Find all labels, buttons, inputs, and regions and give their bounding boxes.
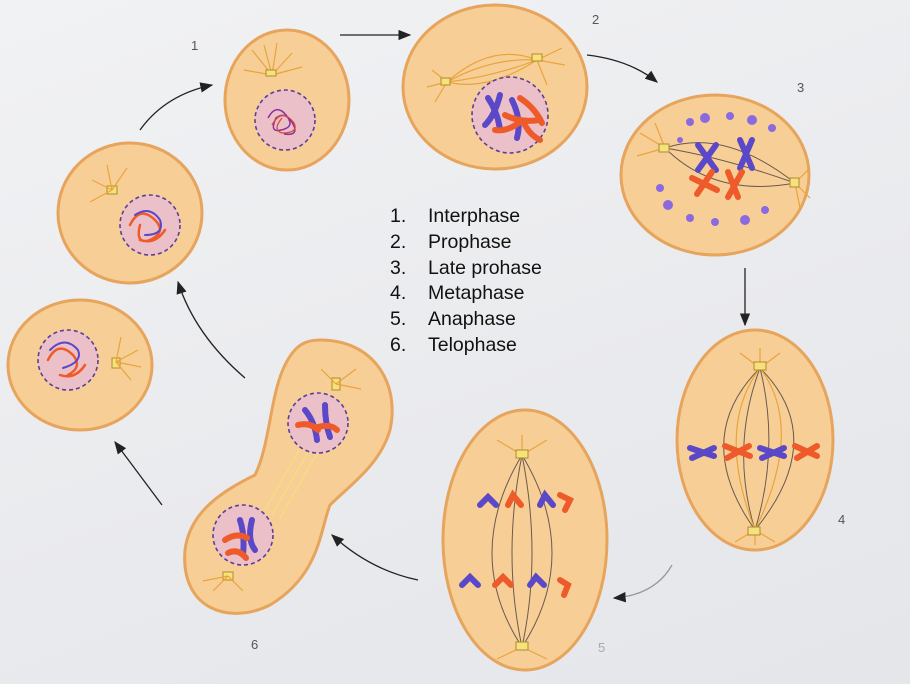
stage-number-1: 1 xyxy=(191,38,199,53)
legend-label: Interphase xyxy=(428,205,521,227)
cell-metaphase xyxy=(675,328,835,552)
cell-prophase xyxy=(401,3,589,171)
legend-number: 4. xyxy=(390,282,407,305)
cycle-arrows xyxy=(114,29,751,603)
legend-number: 1. xyxy=(390,205,407,227)
stage-number-2: 2 xyxy=(592,12,600,27)
arrow-4-to-5 xyxy=(612,564,673,603)
centriole xyxy=(265,69,277,77)
arrow-6-to-daughter xyxy=(114,440,163,506)
daughter-cell-lower xyxy=(6,298,154,432)
legend-item: 3. Late prohase xyxy=(390,256,542,282)
legend-number: 3. xyxy=(390,256,407,279)
legend-item: 4. Metaphase xyxy=(390,281,542,307)
stage-number-4: 4 xyxy=(838,512,846,527)
cell-late-prophase xyxy=(619,93,811,257)
legend-label: Anaphase xyxy=(428,308,516,331)
legend-label: Late prohase xyxy=(428,256,542,279)
legend-item: 6. Telophase xyxy=(390,333,542,359)
nucleus xyxy=(254,89,316,151)
phase-legend: 1. Interphase 2. Prophase 3. Late prohase 4… xyxy=(390,204,542,359)
arrow-5-to-6 xyxy=(331,534,419,581)
legend-number: 6. xyxy=(390,333,407,356)
arrow-telophase-to-daughter xyxy=(176,280,246,379)
daughter-cell-upper xyxy=(56,141,204,285)
legend-label: Telophase xyxy=(428,333,517,356)
stage-number-6: 6 xyxy=(251,637,259,652)
cell-interphase xyxy=(223,28,351,172)
stage-number-3: 3 xyxy=(797,80,805,95)
legend-label: Metaphase xyxy=(428,282,525,305)
legend-item: 1. Interphase xyxy=(390,204,542,230)
legend-number: 2. xyxy=(390,230,407,253)
stage-number-5: 5 xyxy=(598,640,606,655)
arrow-2-to-3 xyxy=(586,54,659,83)
cell-anaphase xyxy=(441,408,609,672)
legend-item: 2. Prophase xyxy=(390,230,542,256)
cell-telophase xyxy=(183,338,394,615)
legend-label: Prophase xyxy=(428,230,512,253)
legend-item: 5. Anaphase xyxy=(390,307,542,333)
arrow-daughter-to-interphase xyxy=(139,82,214,131)
legend-number: 5. xyxy=(390,308,407,331)
